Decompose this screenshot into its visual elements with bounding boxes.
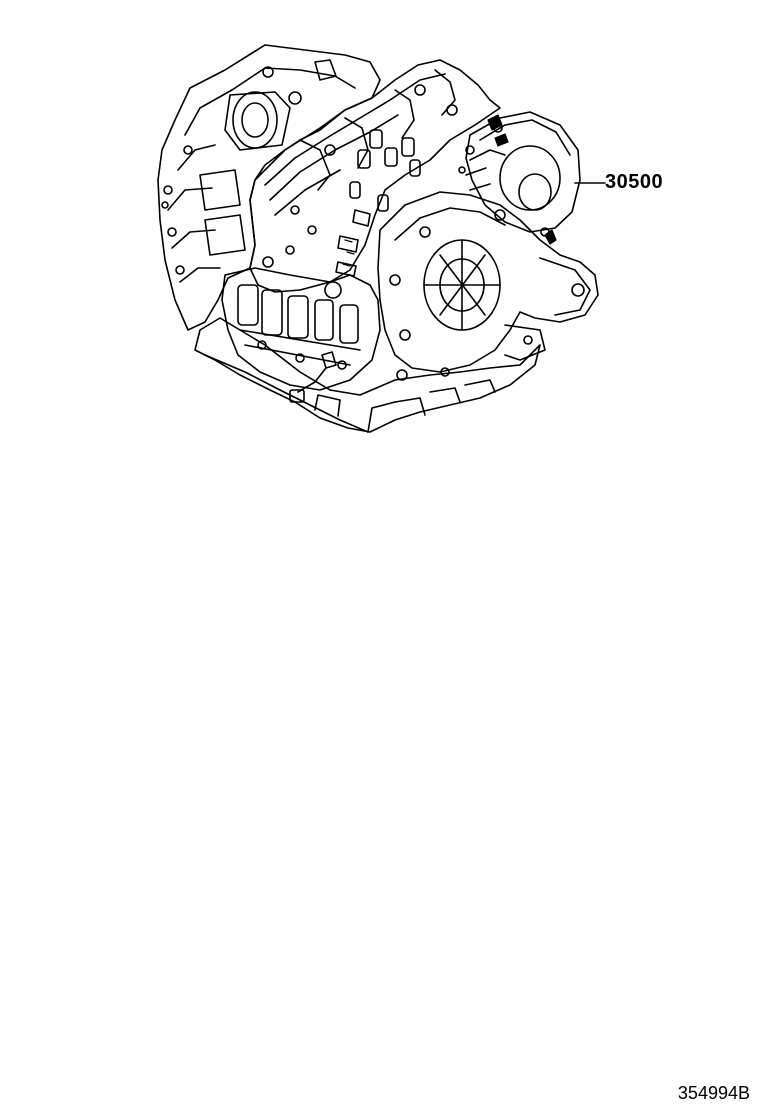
valve-body <box>221 267 381 403</box>
torque-converter <box>458 111 606 233</box>
front-cover-bracket <box>377 191 599 373</box>
bell-housing <box>157 44 381 331</box>
oil-pan <box>194 317 541 433</box>
figure-reference-id: 354994B <box>677 1083 750 1103</box>
casting-details <box>342 114 557 267</box>
transaxle-case <box>249 59 501 293</box>
part-number-callout: 30500 <box>605 171 664 193</box>
